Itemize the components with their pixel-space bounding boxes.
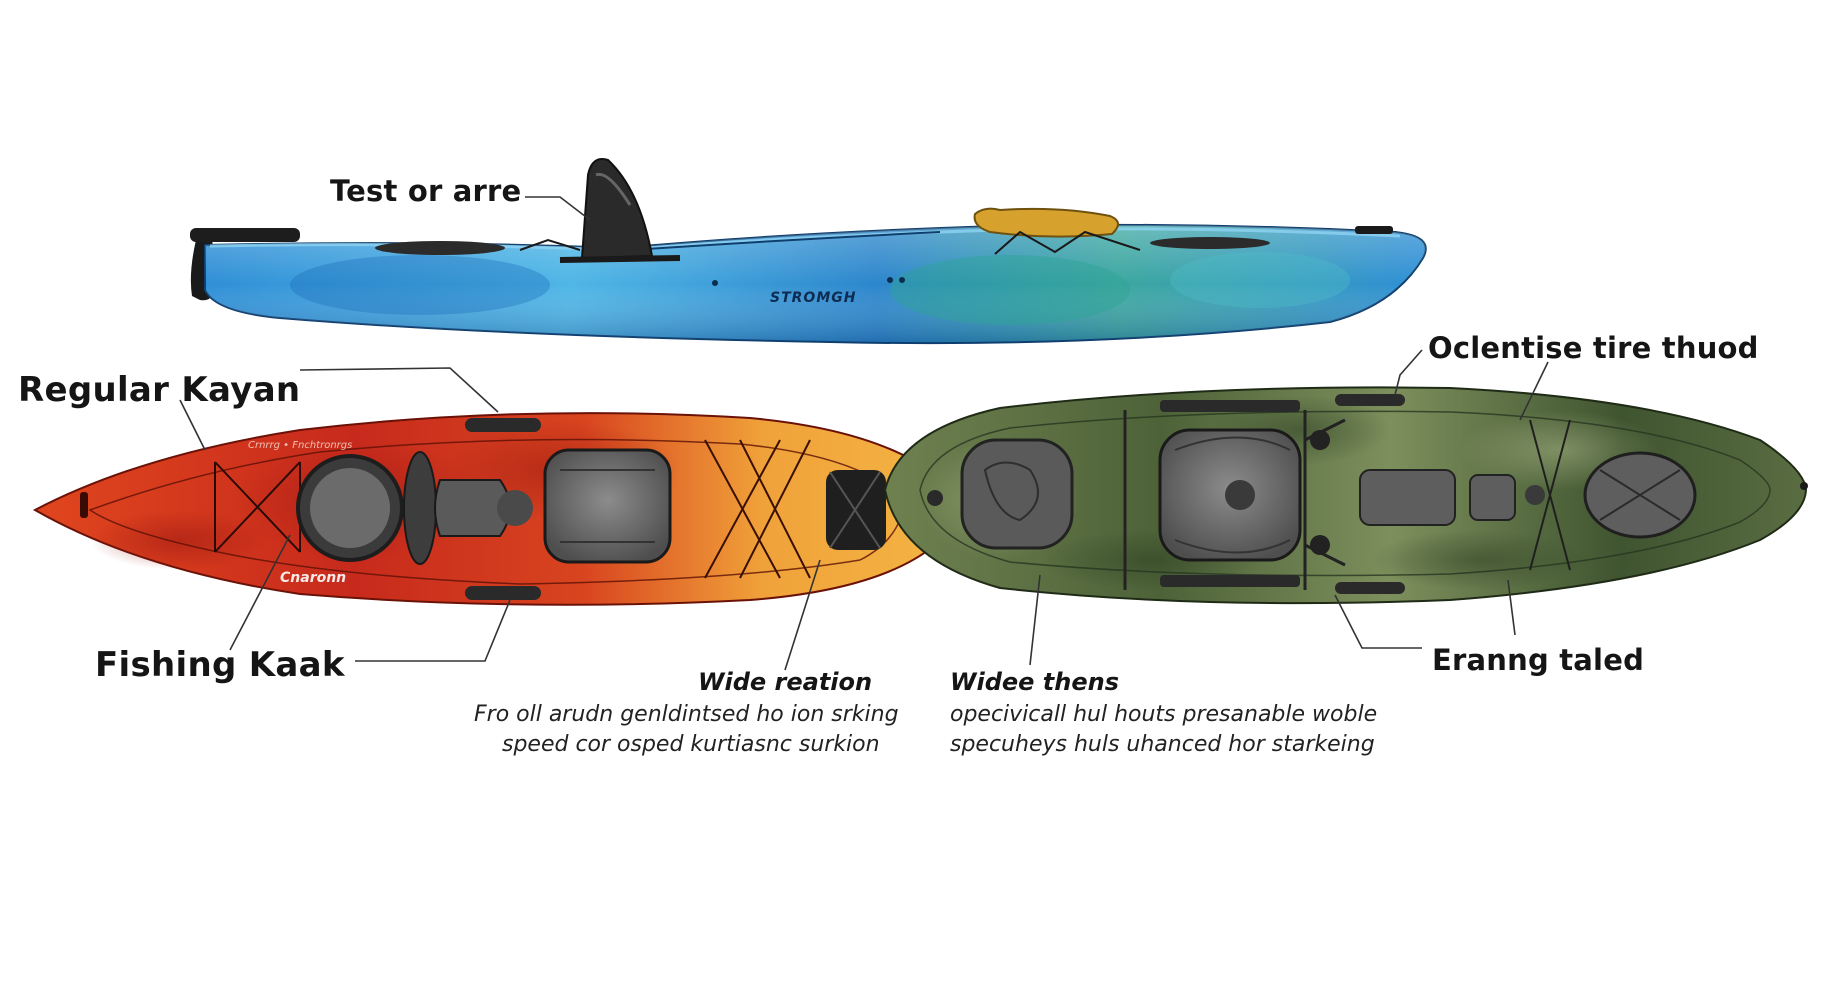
callout-line-top xyxy=(525,196,591,221)
callout-lines xyxy=(179,196,1549,671)
dry-bag xyxy=(973,207,1119,238)
callout-line-fishing-1 xyxy=(355,599,511,662)
green-bottom-callout-label: Eranng taled xyxy=(1432,643,1645,677)
wide-heading-left: Wide reation xyxy=(698,668,873,696)
callout-line-wide-right xyxy=(1029,574,1041,666)
blue-brand-text: STROMGH xyxy=(770,290,856,306)
regular-kayak-label: Regular Kayan xyxy=(18,370,301,410)
left-description-line-2: speed cor osped kurtiasnc surkion xyxy=(502,732,880,757)
callout-line-green-top-2 xyxy=(1519,361,1549,421)
wide-heading-right: Widee thens xyxy=(950,668,1119,696)
green-kayak-top-view xyxy=(883,386,1808,605)
blue-kayak-side-view: STROMGH xyxy=(190,158,1427,345)
callout-line-regular-1 xyxy=(299,367,499,413)
callout-line-green-top xyxy=(1394,349,1423,396)
front-hatch xyxy=(1150,237,1270,249)
green-top-callout-label: Oclentise tire thuod xyxy=(1428,331,1759,365)
left-description-line-1: Fro oll arudn genldintsed ho ion srking xyxy=(474,702,899,727)
right-description-line-2: specuheys huls uhanced hor starkeing xyxy=(950,732,1375,757)
rear-hatch xyxy=(375,241,505,255)
rear-handle xyxy=(190,228,300,242)
callout-line-green-bottom-2 xyxy=(1507,579,1516,636)
kayak-seat-side xyxy=(580,158,654,260)
top-callout-label: Test or arre xyxy=(330,174,522,208)
callout-line-regular-2 xyxy=(179,399,206,451)
red-brand-text: Cnaronn xyxy=(280,570,346,586)
callout-line-green-bottom xyxy=(1334,594,1422,649)
right-description: opecivicall hul houts presanable woble s… xyxy=(950,700,1377,760)
right-description-line-1: opecivicall hul houts presanable woble xyxy=(950,702,1378,727)
fishing-kayak-label: Fishing Kaak xyxy=(95,645,345,685)
left-description: Fro oll arudn genldintsed ho ion srking … xyxy=(474,700,899,760)
stern-hatch xyxy=(960,438,1074,550)
callout-line-wide-left xyxy=(784,559,821,671)
red-seat xyxy=(543,448,672,564)
callout-line-fishing-2 xyxy=(229,534,291,651)
red-kayak-top-view: Crnrrg • Fnchtronrgs Cnaronn xyxy=(32,412,948,606)
red-small-text: Crnrrg • Fnchtronrgs xyxy=(248,440,352,451)
